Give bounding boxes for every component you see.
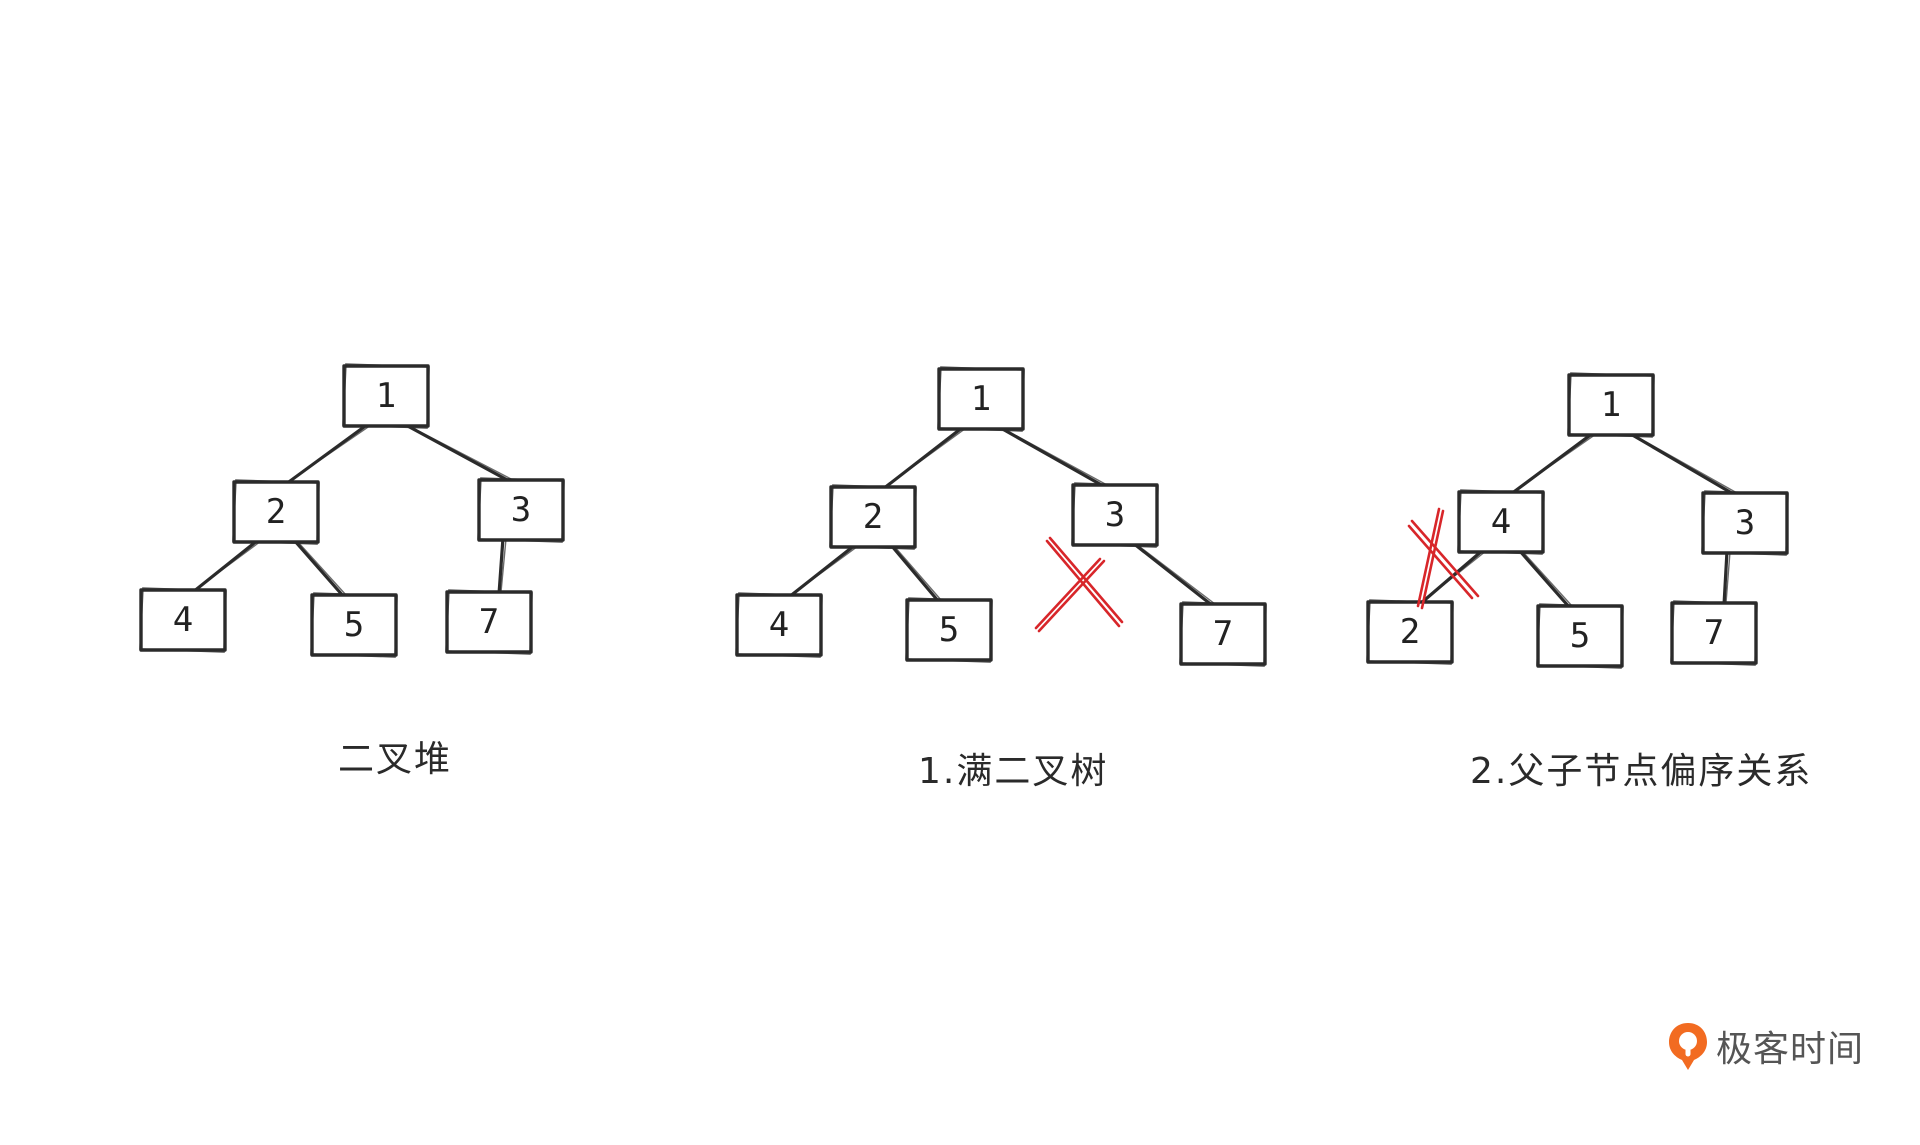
tree-edge — [1722, 549, 1729, 607]
node-label: 5 — [1570, 616, 1590, 656]
node-box-sketch — [1457, 489, 1545, 555]
tree-node: 5 — [1536, 603, 1624, 669]
node-label: 3 — [1105, 495, 1125, 535]
node-label: 7 — [1213, 614, 1233, 654]
tree-edge — [497, 536, 505, 596]
tree-edge-sketch — [1135, 543, 1216, 605]
node-box-sketch — [1567, 372, 1655, 438]
tree-node: 4 — [139, 587, 227, 653]
node-label: 2 — [266, 492, 286, 532]
tree-node: 2 — [1366, 599, 1454, 665]
tree-edge-sketch — [500, 538, 507, 593]
tree-edge — [292, 538, 346, 599]
tree-edge — [402, 422, 513, 484]
tree-node: 5 — [905, 597, 993, 663]
tree-node: 3 — [477, 477, 565, 543]
tree-node: 1 — [342, 363, 430, 429]
tree-node: 1 — [1567, 372, 1655, 438]
cross-stroke — [1407, 524, 1474, 600]
node-box-sketch — [937, 366, 1025, 432]
node-box-sketch — [342, 363, 430, 429]
tree-node: 1 — [937, 366, 1025, 432]
node-label: 3 — [511, 490, 531, 530]
tree-edge-sketch — [287, 424, 372, 483]
node-box-sketch — [477, 477, 565, 543]
node-label: 5 — [939, 610, 959, 650]
node-label: 1 — [971, 379, 991, 419]
cross-stroke — [1416, 507, 1441, 608]
node-box-sketch — [139, 587, 227, 653]
node-box-sketch — [1701, 490, 1789, 556]
node-box-sketch — [1536, 603, 1624, 669]
cross-stroke — [1410, 519, 1480, 598]
cross-stroke — [1037, 559, 1106, 633]
node-box-sketch — [1366, 599, 1454, 665]
tree-node: 7 — [1670, 600, 1758, 666]
tree-edge — [1517, 548, 1572, 610]
red-cross-mark — [1034, 536, 1124, 633]
node-box-sketch — [1670, 600, 1758, 666]
tree-node: 4 — [1457, 489, 1545, 555]
red-cross-mark — [1407, 507, 1480, 610]
node-box-sketch — [310, 592, 398, 658]
tree-edge-sketch — [296, 540, 347, 596]
tree-node: 3 — [1071, 482, 1159, 548]
node-label: 4 — [173, 600, 193, 640]
tree-edge-sketch — [1001, 427, 1108, 486]
full-binary-tree-diagram: 1 2 3 4 5 7 — [735, 366, 1267, 667]
node-box — [342, 364, 430, 428]
node-label: 7 — [1704, 613, 1724, 653]
tree-node: 5 — [310, 592, 398, 658]
tree-edge — [889, 543, 941, 604]
node-box-sketch — [1071, 482, 1159, 548]
caption-full-binary-tree: 1.满二叉树 — [918, 751, 1109, 792]
node-box-sketch — [905, 597, 993, 663]
tree-edge — [997, 425, 1107, 489]
node-box-sketch — [829, 484, 917, 550]
partial-order-diagram: 1 4 3 2 5 7 — [1366, 372, 1789, 669]
tree-node: 4 — [735, 592, 823, 658]
tree-edge — [1131, 541, 1215, 608]
tree-edge — [1627, 431, 1737, 497]
tree-edge-sketch — [790, 545, 859, 596]
node-label: 1 — [1601, 385, 1621, 425]
tree-edge-sketch — [884, 427, 967, 488]
geektime-logo-icon — [1669, 1023, 1707, 1070]
tree-edge-sketch — [1725, 551, 1731, 604]
brand-name: 极客时间 — [1716, 1029, 1865, 1070]
tree-edge-sketch — [1631, 433, 1738, 494]
node-label: 4 — [1491, 502, 1511, 542]
tree-edge-sketch — [893, 545, 942, 601]
tree-edge-sketch — [194, 540, 262, 591]
tree-node: 2 — [232, 479, 320, 545]
brand-logo: 极客时间 — [1666, 1020, 1864, 1072]
tree-node: 3 — [1701, 490, 1789, 556]
node-label: 7 — [479, 602, 499, 642]
node-label: 3 — [1735, 503, 1755, 543]
node-box-sketch — [445, 589, 533, 655]
node-label: 5 — [344, 605, 364, 645]
node-label: 2 — [863, 497, 883, 537]
cross-stroke — [1420, 509, 1445, 610]
node-label: 1 — [376, 376, 396, 416]
tree-edge-sketch — [1512, 433, 1597, 493]
node-box-sketch — [735, 592, 823, 658]
tree-node: 2 — [829, 484, 917, 550]
tree-node: 7 — [1179, 601, 1267, 667]
caption-binary-heap: 二叉堆 — [338, 739, 453, 780]
node-box-sketch — [232, 479, 320, 545]
caption-partial-order: 2.父子节点偏序关系 — [1470, 751, 1813, 792]
tree-edge-sketch — [406, 424, 514, 481]
binary-heap-diagram: 1 2 3 4 5 7 — [139, 363, 565, 658]
tree-edge-sketch — [1521, 550, 1573, 607]
node-label: 4 — [769, 605, 789, 645]
node-label: 2 — [1400, 612, 1420, 652]
tree-node: 7 — [445, 589, 533, 655]
cross-stroke — [1034, 557, 1102, 630]
node-box-sketch — [1179, 601, 1267, 667]
